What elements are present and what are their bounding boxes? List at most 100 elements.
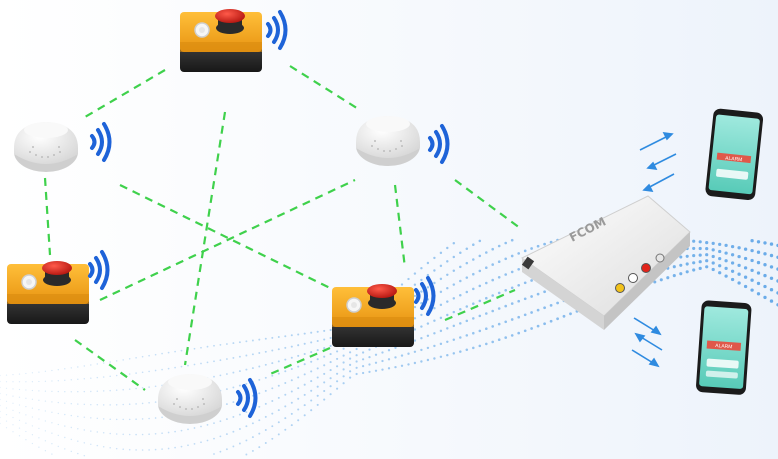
- wave-dot: [433, 319, 436, 322]
- wave-dot: [310, 380, 313, 383]
- wave-dot: [77, 415, 79, 418]
- wave-dot: [5, 381, 8, 383]
- wave-dot: [329, 369, 332, 372]
- wave-dot: [12, 402, 14, 404]
- wave-dot: [251, 339, 254, 342]
- wave-dot: [193, 443, 196, 445]
- wave-dot: [284, 417, 287, 420]
- wave-dot: [698, 253, 702, 257]
- wave-dot: [5, 420, 8, 422]
- wave-dot: [705, 247, 709, 251]
- wave-dot: [57, 434, 59, 437]
- wave-dot: [225, 373, 228, 375]
- wave-dot: [51, 422, 53, 424]
- wave-dot: [750, 278, 754, 282]
- wave-dot: [167, 351, 170, 354]
- wave-dot: [57, 390, 59, 393]
- wave-dot: [504, 257, 508, 261]
- wave-dot: [115, 360, 118, 362]
- wave-dot: [446, 340, 449, 344]
- wave-dot: [426, 346, 430, 350]
- wave-dot: [213, 453, 215, 455]
- wave-dot: [485, 281, 488, 285]
- wave-dot: [329, 361, 332, 364]
- wave-dot: [44, 390, 47, 392]
- wave-dot: [5, 374, 8, 376]
- wave-dot: [31, 381, 34, 383]
- wave-dot: [90, 364, 92, 366]
- wave-dot: [25, 422, 27, 424]
- emergency-button-icon: [331, 283, 415, 348]
- wave-dot: [310, 399, 313, 402]
- phone-alarm-text: ALARM: [715, 343, 733, 350]
- wave-dot: [109, 375, 111, 378]
- wave-dot: [692, 268, 696, 272]
- wave-dot: [245, 439, 248, 442]
- wave-dot: [271, 374, 274, 377]
- wave-dot: [154, 401, 157, 403]
- wave-dot: [284, 393, 287, 396]
- wave-dot: [12, 373, 14, 376]
- wave-dot: [5, 387, 8, 389]
- wave-dot: [148, 433, 150, 436]
- wave-dot: [543, 306, 546, 310]
- wave-dot: [90, 377, 92, 379]
- wave-dot: [672, 274, 676, 278]
- wave-dot: [77, 428, 79, 430]
- wave-dot: [290, 401, 293, 404]
- wave-dot: [148, 449, 150, 451]
- wave-dot: [303, 404, 306, 407]
- wave-dot: [769, 265, 774, 269]
- wave-dot: [316, 394, 319, 397]
- wave-dot: [297, 365, 300, 368]
- wave-dot: [743, 284, 748, 289]
- wave-dot: [44, 380, 47, 382]
- wave-dot: [549, 319, 553, 323]
- wave-dot: [238, 442, 241, 445]
- wave-dot: [141, 449, 144, 451]
- wave-dot: [51, 432, 53, 434]
- wave-dot: [407, 363, 410, 366]
- wave-dot: [310, 389, 313, 392]
- wave-dot: [310, 351, 313, 354]
- wave-dot: [0, 410, 1, 413]
- wave-dot: [737, 263, 741, 268]
- wave-dot: [18, 381, 21, 383]
- wave-dot: [115, 374, 118, 377]
- wave-dot: [420, 360, 423, 363]
- wave-dot: [206, 424, 209, 426]
- wave-dot: [504, 241, 508, 245]
- wave-dot: [18, 419, 21, 422]
- wave-dot: [336, 387, 339, 390]
- link-line: [43, 177, 52, 256]
- wave-dot: [413, 361, 417, 365]
- wave-dot: [187, 444, 189, 447]
- wave-dot: [368, 363, 371, 366]
- wave-dot: [303, 363, 306, 366]
- wave-dot: [18, 412, 21, 414]
- wave-dot: [200, 425, 202, 428]
- wave-dot: [57, 369, 59, 371]
- wave-dot: [70, 403, 73, 405]
- wave-dot: [0, 416, 1, 419]
- link-line: [393, 184, 407, 269]
- wave-dot: [122, 359, 124, 361]
- wave-dot: [64, 436, 66, 439]
- wave-dot: [258, 419, 261, 422]
- wave-dot: [77, 440, 79, 442]
- wave-dot: [685, 262, 689, 266]
- wave-dot: [769, 299, 774, 303]
- wave-dot: [763, 284, 767, 289]
- wave-dot: [711, 261, 715, 265]
- wave-dot: [213, 422, 215, 424]
- wave-dot: [452, 255, 456, 259]
- wave-dot: [77, 378, 79, 381]
- wave-dot: [711, 267, 715, 272]
- wave-dot: [763, 295, 767, 300]
- wave-dot: [672, 265, 676, 269]
- wave-dot: [135, 403, 137, 405]
- wave-dot: [756, 260, 761, 265]
- wave-dot: [336, 357, 339, 360]
- wave-dot: [128, 358, 131, 360]
- wave-dot: [439, 303, 443, 307]
